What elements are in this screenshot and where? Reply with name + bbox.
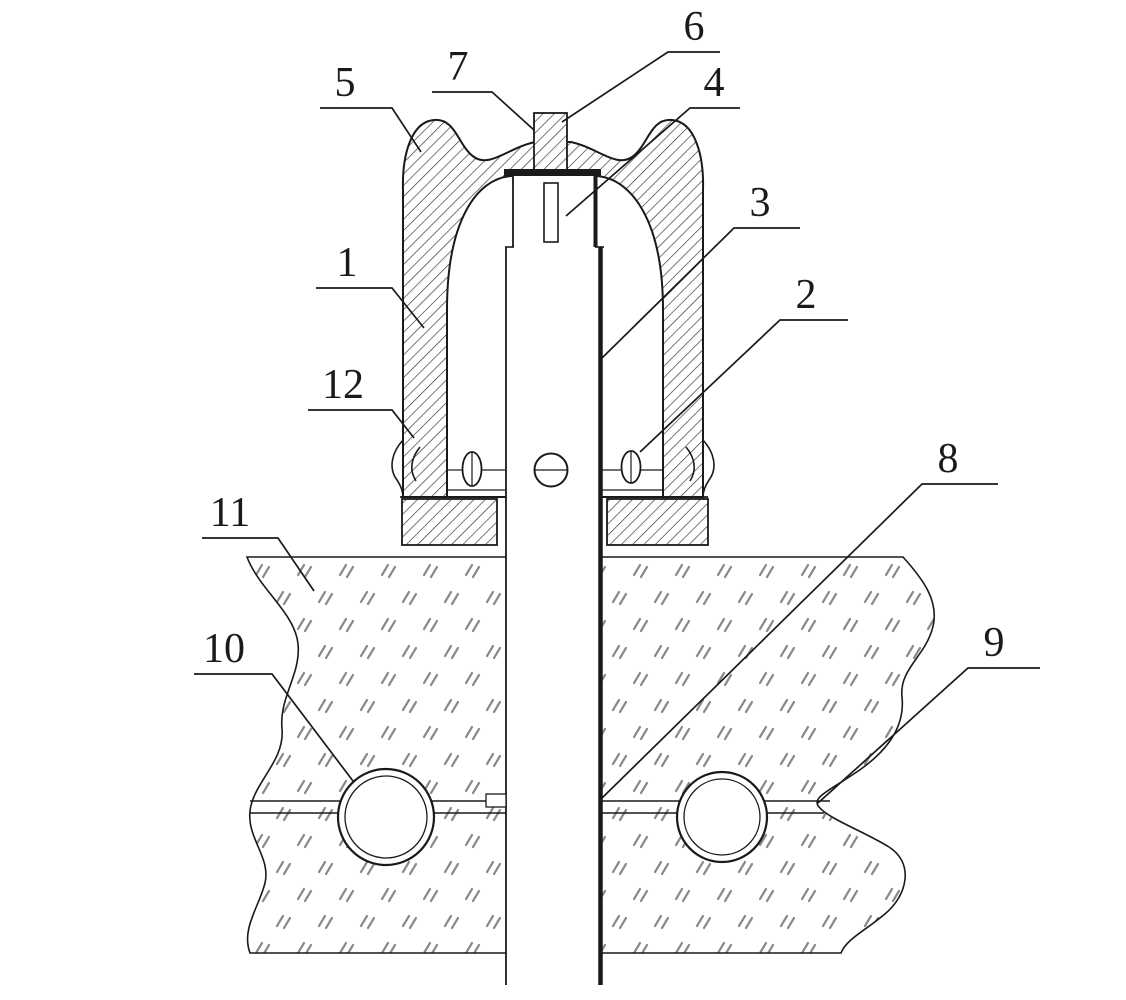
plug-body [533, 112, 568, 172]
flange-block-right [606, 498, 709, 546]
leader-8 [600, 483, 998, 800]
collar-flare-right-outer [702, 439, 715, 498]
part-label-5: 5 [335, 60, 356, 106]
pipe-connector-lug [485, 793, 507, 808]
part-label-9: 9 [984, 620, 1005, 666]
leader-5 [320, 107, 422, 153]
pipe-hole-right [675, 770, 769, 864]
top-plug [504, 112, 601, 243]
base-flange [400, 496, 709, 546]
leader-4 [565, 107, 740, 217]
collar-flares [391, 439, 715, 498]
collar-flare-right-inner [685, 446, 695, 482]
part-label-12: 12 [322, 362, 364, 408]
leader-1 [316, 287, 425, 329]
leader-3 [601, 227, 800, 359]
part-label-1: 1 [337, 240, 358, 286]
leader-11 [202, 537, 315, 592]
leader-10 [194, 673, 354, 782]
leader-9 [817, 667, 1040, 804]
bolt-holes [461, 450, 642, 488]
center-tube [485, 174, 604, 985]
part-label-3: 3 [750, 180, 771, 226]
leader-2 [639, 319, 848, 453]
pipe-hole-left [336, 767, 436, 867]
flange-block-left [401, 498, 498, 546]
collar-flare-left-inner [411, 446, 421, 482]
leader-6 [561, 51, 720, 123]
part-label-7: 7 [448, 44, 469, 90]
part-label-11: 11 [210, 490, 250, 536]
part-label-8: 8 [938, 436, 959, 482]
leader-lines [194, 51, 1040, 804]
bolt-level-lines [447, 469, 663, 491]
part-labels: 1 2 3 4 5 6 7 8 9 10 11 12 [203, 4, 1005, 672]
collar-flare-left-outer [391, 439, 404, 498]
plug-slot [543, 182, 559, 243]
part-label-2: 2 [796, 272, 817, 318]
part-label-4: 4 [704, 60, 725, 106]
leader-7 [432, 91, 535, 131]
tube-cap-plate [504, 169, 601, 176]
part-label-6: 6 [684, 4, 705, 50]
leader-12 [308, 409, 415, 439]
dome-cap [391, 118, 715, 498]
part-label-10: 10 [203, 626, 245, 672]
tube-lower-bore [506, 247, 601, 985]
